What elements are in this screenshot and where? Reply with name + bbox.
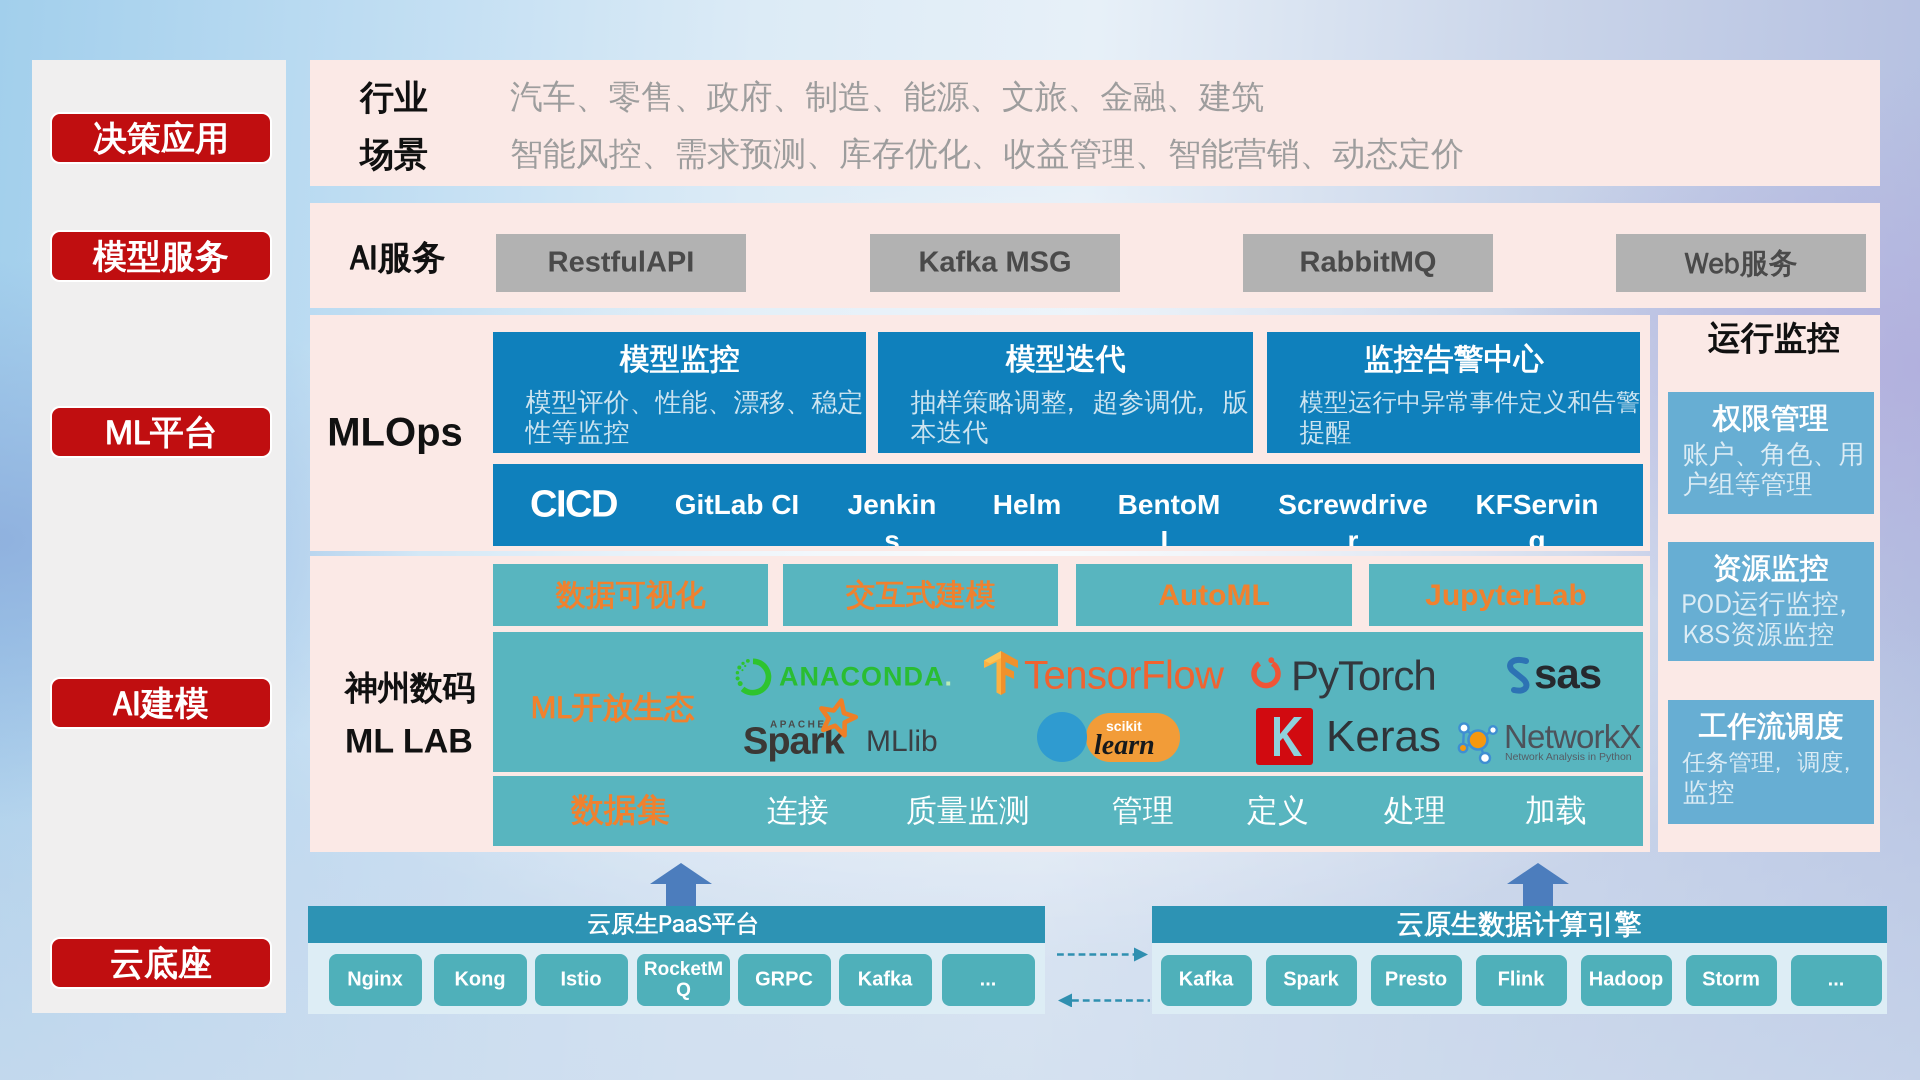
svg-text:learn: learn: [1094, 730, 1155, 761]
svg-text:scikit: scikit: [1106, 718, 1142, 734]
